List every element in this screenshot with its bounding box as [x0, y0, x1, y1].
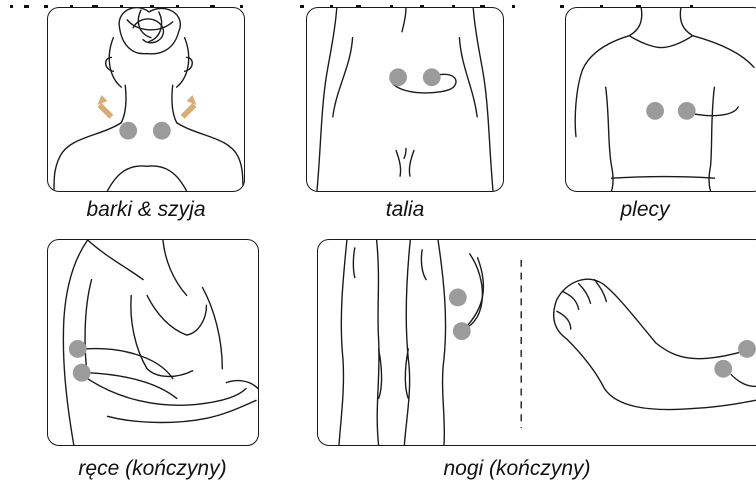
- neck-illustration: [48, 8, 244, 191]
- electrode-pad-upper: [69, 340, 87, 358]
- electrode-pad-lower: [73, 364, 91, 382]
- panel-neck: [47, 7, 245, 192]
- electrode-pad-right: [423, 68, 441, 86]
- arms-illustration: [48, 240, 258, 445]
- electrode-pad-left: [389, 68, 407, 86]
- electrode-pad-right: [153, 122, 171, 140]
- electrode-pad-upper: [449, 289, 467, 307]
- waist-illustration: [307, 8, 503, 191]
- back-illustration: [566, 8, 756, 191]
- electrode-pad-foot-upper: [738, 340, 756, 358]
- caption-back: plecy: [565, 198, 725, 222]
- electrode-pad-foot-lower: [714, 360, 732, 378]
- arrow-up-left-icon: [98, 95, 114, 119]
- electrode-pad-right: [678, 102, 696, 120]
- electrode-pad-left: [646, 102, 664, 120]
- panel-legs: [317, 239, 756, 446]
- electrode-pad-lower: [453, 322, 471, 340]
- panel-arms: [47, 239, 259, 446]
- caption-neck: barki & szyja: [47, 198, 245, 222]
- electrode-pad-left: [119, 122, 137, 140]
- caption-legs: nogi (kończyny): [317, 457, 717, 481]
- arrow-up-right-icon: [181, 95, 197, 119]
- panel-back: [565, 7, 756, 192]
- caption-arms: ręce (kończyny): [30, 457, 275, 481]
- legs-illustration: [318, 240, 756, 445]
- caption-waist: talia: [306, 198, 504, 222]
- panel-waist: [306, 7, 504, 192]
